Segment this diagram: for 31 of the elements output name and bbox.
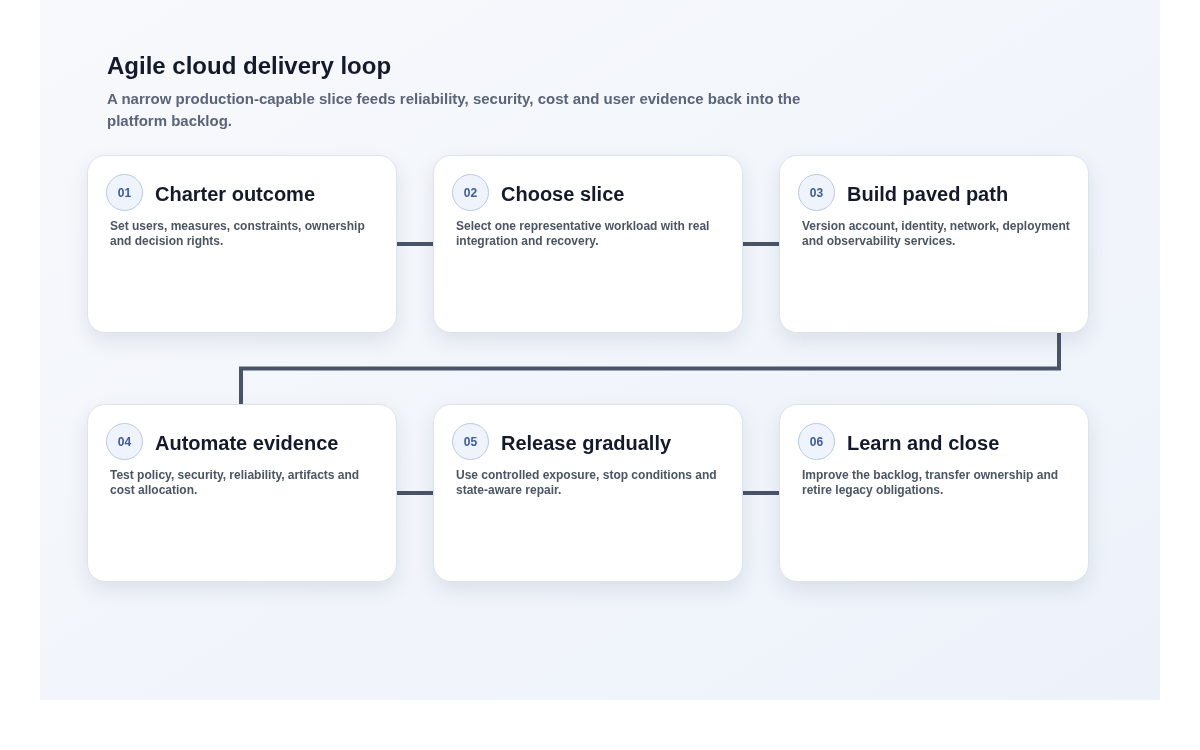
- step-card: [779, 155, 1089, 333]
- step-card: [87, 404, 397, 582]
- step-number-badge: 01: [106, 174, 143, 211]
- step-description: Test policy, security, reliability, artifacts and cost allocation.: [110, 468, 361, 498]
- step-number-badge: 04: [106, 423, 143, 460]
- step-title: Learn and close: [847, 431, 1000, 456]
- step-title: Automate evidence: [155, 431, 339, 456]
- step-title: Choose slice: [501, 182, 625, 207]
- step-card: [87, 155, 397, 333]
- step-number-badge: 05: [452, 423, 489, 460]
- title: Agile cloud delivery loop: [107, 51, 392, 81]
- connector-line: [397, 242, 433, 246]
- step-description: Select one representative workload with real integration and recovery.: [456, 219, 711, 249]
- connector-line: [397, 491, 433, 495]
- step-description: Version account, identity, network, deployment and observability services.: [802, 219, 1071, 249]
- step-card: [779, 404, 1089, 582]
- connector-line: [743, 491, 779, 495]
- step-number-badge: 06: [798, 423, 835, 460]
- step-card: [433, 155, 743, 333]
- step-description: Set users, measures, constraints, ownership and decision rights.: [110, 219, 366, 249]
- step-description: Use controlled exposure, stop conditions and state-aware repair.: [456, 468, 718, 498]
- step-number-badge: 03: [798, 174, 835, 211]
- step-title: Build paved path: [847, 182, 1009, 207]
- step-title: Release gradually: [501, 431, 672, 456]
- connector-line: [743, 242, 779, 246]
- connector-line: [239, 333, 1061, 404]
- step-description: Improve the backlog, transfer ownership and retire legacy obligations.: [802, 468, 1060, 498]
- step-title: Charter outcome: [155, 182, 316, 207]
- step-card: [433, 404, 743, 582]
- subtitle: A narrow production-capable slice feeds reliability, security, cost and user evidence back into the platform backlog.: [107, 89, 802, 131]
- step-number-badge: 02: [452, 174, 489, 211]
